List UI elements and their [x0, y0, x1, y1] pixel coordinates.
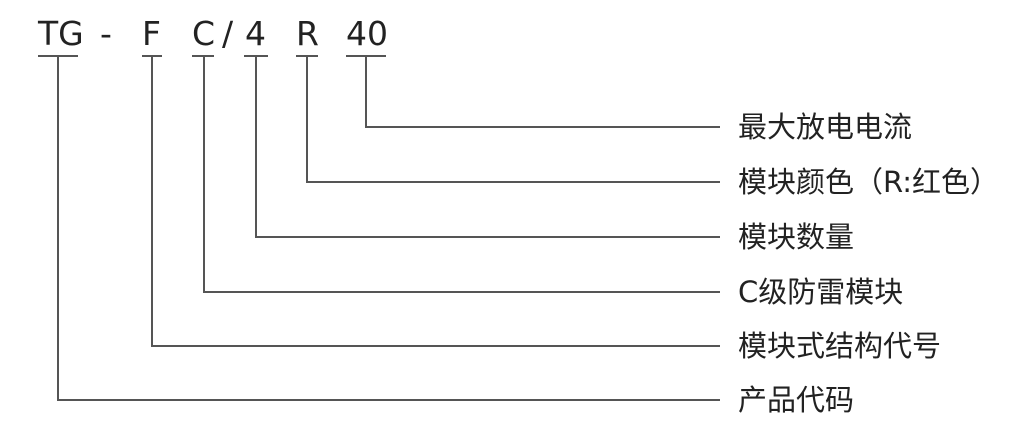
- code-r: R: [296, 14, 319, 53]
- code-slash: /: [222, 14, 234, 53]
- desc-structure-code: 模块式结构代号: [738, 329, 942, 363]
- code-f: F: [142, 14, 161, 53]
- desc-module-color: 模块颜色（R:红色）: [738, 165, 1000, 199]
- desc-class-c-module: C级防雷模块: [738, 275, 904, 309]
- leader-module-color: [306, 56, 720, 183]
- code-dash: -: [100, 14, 112, 53]
- desc-product-code: 产品代码: [738, 383, 855, 417]
- leader-structure: [151, 56, 720, 347]
- desc-max-discharge-current: 最大放电电流: [738, 110, 913, 144]
- leader-max-discharge: [365, 56, 720, 128]
- code-tg: TG: [38, 14, 84, 53]
- leader-product-code: [57, 56, 720, 401]
- code-4: 4: [245, 14, 266, 53]
- leader-class-c: [203, 56, 720, 293]
- leader-module-count: [255, 56, 720, 238]
- code-40: 40: [346, 14, 388, 53]
- desc-module-count: 模块数量: [738, 220, 855, 254]
- code-c: C: [192, 14, 216, 53]
